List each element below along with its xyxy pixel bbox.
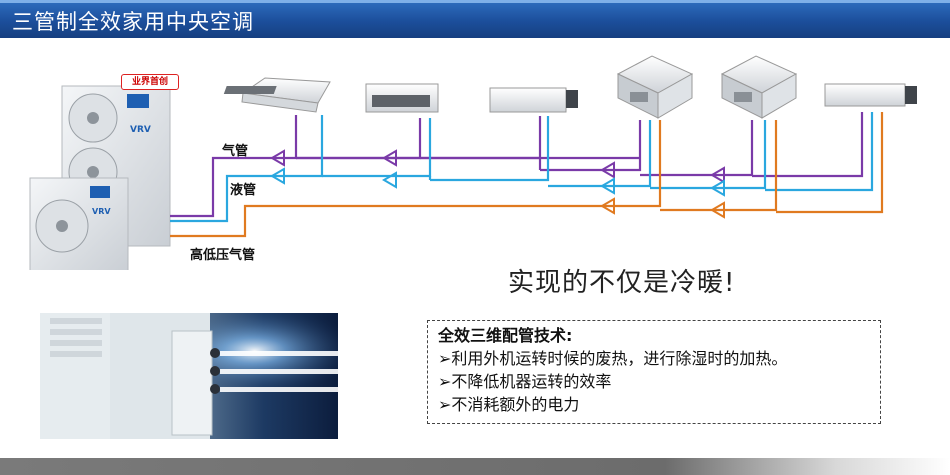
outdoor-unit-small: VRV xyxy=(29,177,129,270)
outdoor-brand-small: VRV xyxy=(92,207,111,216)
first-in-industry-badge: 业界首创 xyxy=(121,74,179,90)
gas-pipe xyxy=(170,112,864,218)
gas-pipe-label: 气管 xyxy=(222,144,249,159)
tech-item-3: ➢不消耗额外的电力 xyxy=(438,395,580,414)
outdoor-brand-large: VRV xyxy=(130,125,151,135)
indoor-unit-duct-2 xyxy=(489,87,578,113)
indoor-unit-ceiling-1 xyxy=(616,55,694,119)
liquid-pipe xyxy=(170,112,874,223)
hp-gas-pipe xyxy=(170,112,884,238)
title-bar: 三管制全效家用中央空调 xyxy=(0,0,950,38)
pipe-connection-photo xyxy=(40,313,338,439)
hp-gas-arrows xyxy=(600,197,725,219)
title-highlight xyxy=(0,0,950,3)
tech-description-box: 全效三维配管技术: ➢利用外机运转时候的废热，进行除湿时的加热。 ➢不降低机器运… xyxy=(427,320,881,424)
indoor-unit-cassette-1 xyxy=(223,77,331,113)
hp-gas-pipe-label: 高低压气管 xyxy=(190,248,256,263)
slide-title: 三管制全效家用中央空调 xyxy=(12,10,254,34)
pipe-connection-photo-art xyxy=(40,313,338,439)
indoor-unit-duct-3 xyxy=(824,83,917,107)
liquid-arrows xyxy=(270,167,725,197)
indoor-unit-ceiling-2 xyxy=(720,55,798,119)
tech-item-1: ➢利用外机运转时候的废热，进行除湿时的加热。 xyxy=(438,349,788,368)
indoor-unit-duct-1 xyxy=(365,83,439,113)
tech-item-2: ➢不降低机器运转的效率 xyxy=(438,372,612,391)
liquid-pipe-label: 液管 xyxy=(230,183,257,198)
headline: 实现的不仅是冷暖! xyxy=(508,268,736,298)
piping-diagram: VRV VRV xyxy=(29,55,917,270)
gas-arrows xyxy=(270,149,725,184)
bottom-bar xyxy=(0,458,950,475)
tech-title: 全效三维配管技术: xyxy=(438,326,573,345)
